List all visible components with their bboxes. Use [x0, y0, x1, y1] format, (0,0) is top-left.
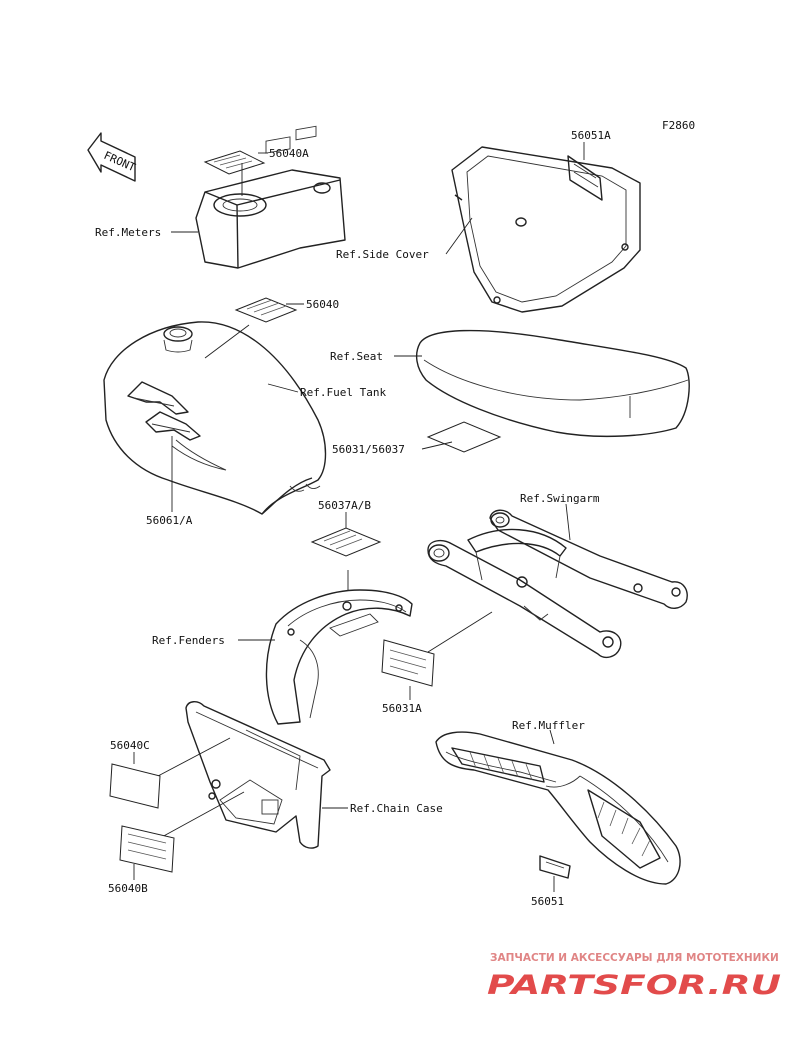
side-cover-illustration	[451, 146, 641, 313]
decal-56040B	[119, 825, 175, 873]
label-56040: 56040	[306, 298, 339, 311]
label-ref-chain-case: Ref.Chain Case	[350, 802, 443, 815]
muffler-illustration	[435, 731, 681, 885]
label-56061A: 56061/A	[146, 514, 193, 527]
diagram-code: F2860	[662, 119, 695, 132]
label-ref-fuel-tank: Ref.Fuel Tank	[300, 386, 386, 399]
label-56040B: 56040B	[108, 882, 148, 895]
label-56051A: 56051A	[571, 129, 611, 142]
chain-case-illustration	[185, 701, 331, 849]
watermark-tagline: ЗАПЧАСТИ И АКСЕССУАРЫ ДЛЯ МОТОТЕХНИКИ	[490, 952, 779, 964]
swingarm-illustration	[427, 509, 688, 659]
label-56031-56037: 56031/56037	[332, 443, 405, 456]
watermark-logo: PARTSFOR.RU	[487, 970, 781, 1001]
decal-56037AB	[310, 527, 382, 557]
label-ref-swingarm: Ref.Swingarm	[520, 492, 600, 505]
seat-illustration	[415, 329, 690, 438]
front-arrow-icon: FRONT	[87, 132, 138, 182]
label-ref-muffler: Ref.Muffler	[512, 719, 585, 732]
decal-56040C	[109, 763, 161, 809]
decal-56040	[234, 297, 298, 323]
label-56031A: 56031A	[382, 702, 422, 715]
label-56040C: 56040C	[110, 739, 150, 752]
fuel-tank-illustration	[103, 321, 327, 515]
label-ref-side-cover: Ref.Side Cover	[336, 248, 429, 261]
label-56037AB: 56037A/B	[318, 499, 371, 512]
label-ref-meters: Ref.Meters	[95, 226, 161, 239]
decal-56031-56037	[426, 421, 502, 453]
label-ref-fenders: Ref.Fenders	[152, 634, 225, 647]
label-ref-seat: Ref.Seat	[330, 350, 383, 363]
fenders-illustration	[265, 589, 413, 725]
label-56051: 56051	[531, 895, 564, 908]
label-56040A: 56040A	[269, 147, 309, 160]
front-marker-text: FRONT	[102, 149, 138, 174]
meters-illustration	[195, 125, 346, 269]
